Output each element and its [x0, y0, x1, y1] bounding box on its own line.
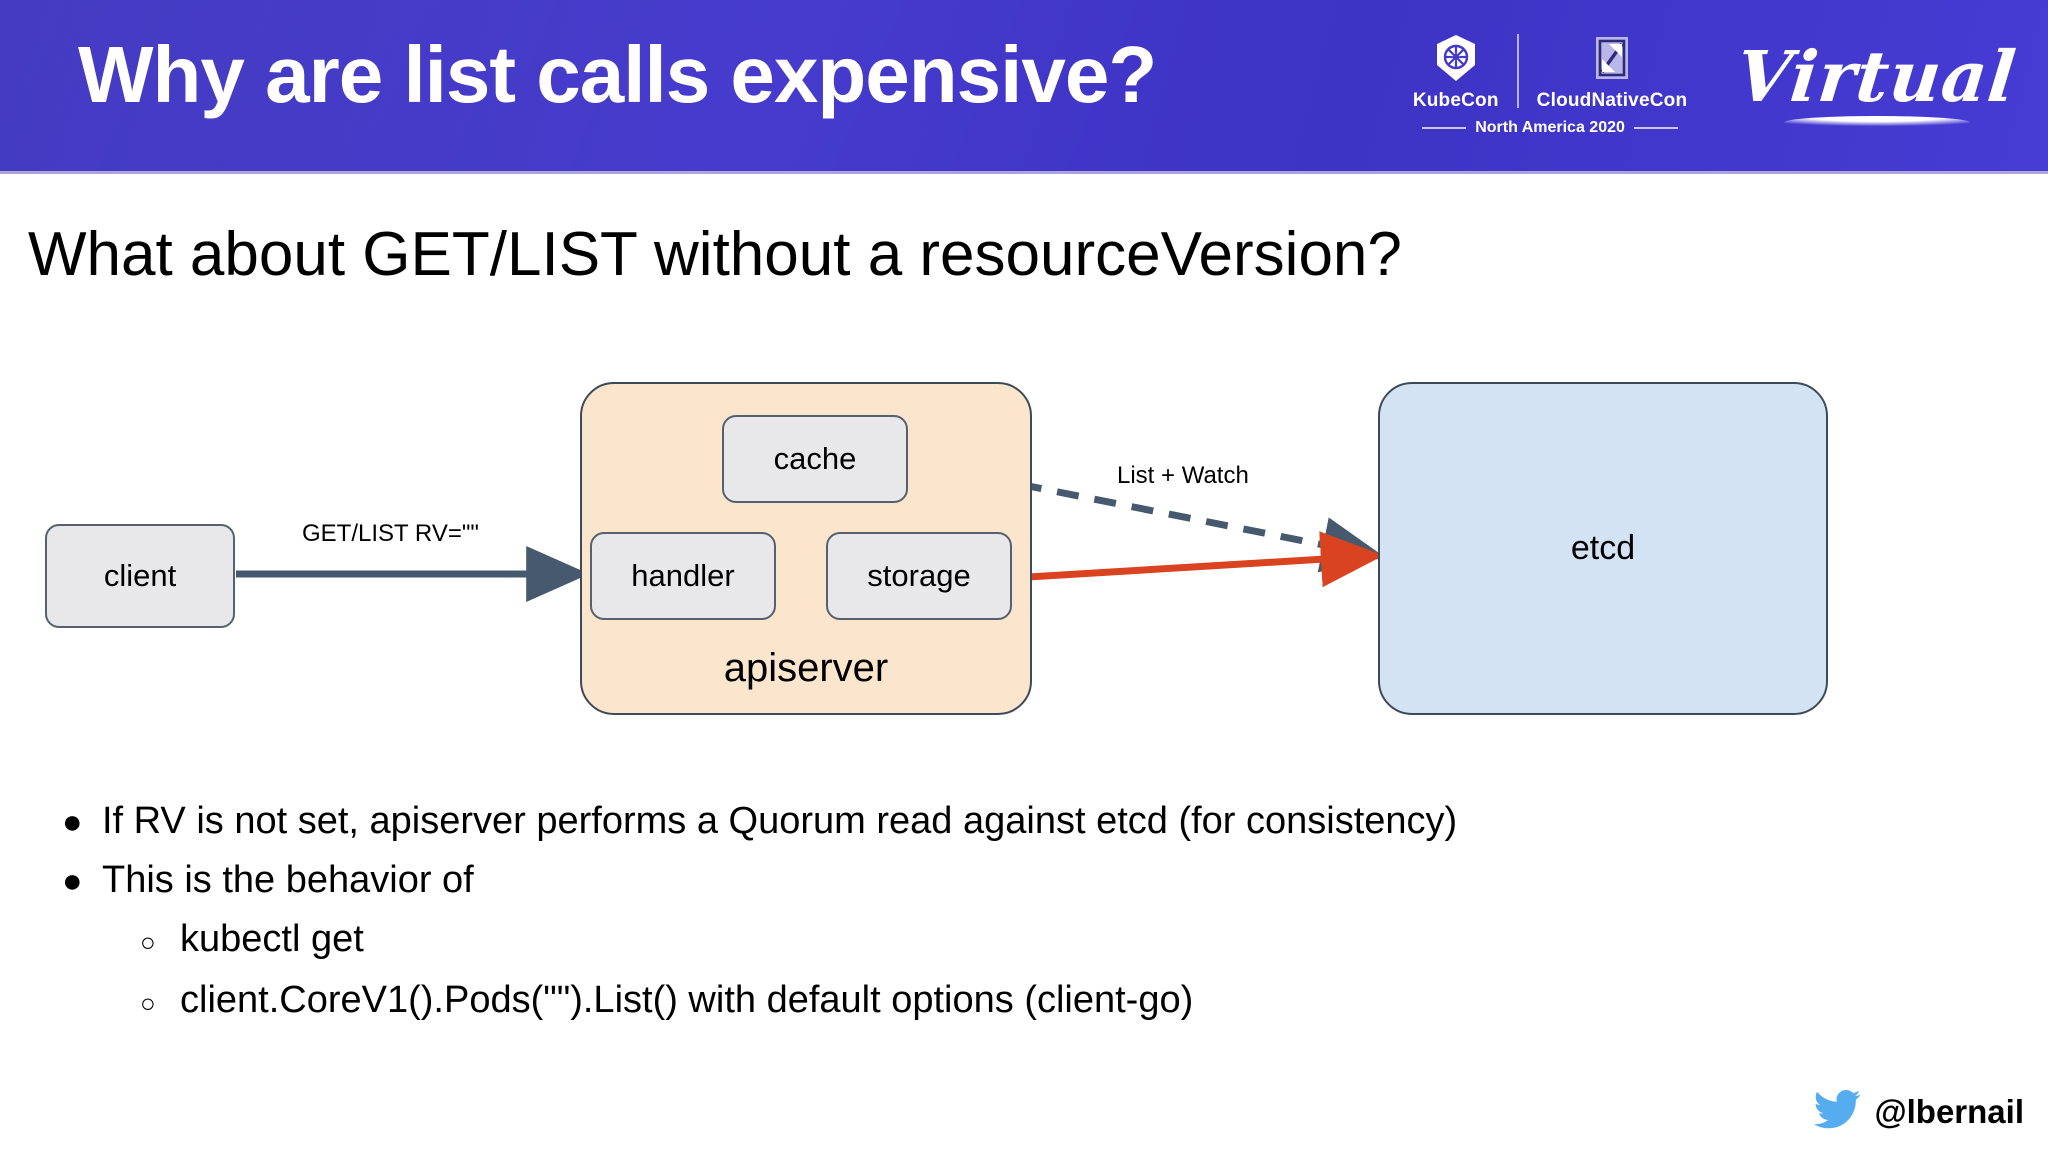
bullet-text: client.CoreV1().Pods("").List() with def…	[180, 979, 1194, 1021]
diagram-node-storage[interactable]: storage	[826, 532, 1012, 620]
rule-right	[1633, 127, 1678, 129]
conference-location: North America 2020	[1475, 119, 1625, 136]
node-label-storage: storage	[867, 558, 971, 593]
diagram-node-client[interactable]: client	[45, 524, 235, 628]
virtual-label: Virtual	[1732, 34, 2021, 118]
diagram-node-cache[interactable]: cache	[722, 415, 908, 503]
node-label-apiserver: apiserver	[723, 646, 889, 690]
cloudnativecon-label: CloudNativeCon	[1536, 90, 1688, 111]
edge-label-get-list-rv: GET/LIST RV=""	[302, 520, 479, 547]
node-label-handler: handler	[631, 558, 735, 593]
bullet-text: If RV is not set, apiserver performs a Q…	[102, 800, 1458, 842]
bullet-list: ● If RV is not set, apiserver performs a…	[62, 795, 1962, 1035]
diagram-node-handler[interactable]: handler	[590, 532, 776, 620]
page-title: What about GET/LIST without a resourceVe…	[28, 220, 1402, 289]
footer-credit: @lbernail	[1814, 1089, 2024, 1134]
virtual-underline-swoosh	[1783, 115, 1970, 129]
node-label-etcd: etcd	[1570, 529, 1636, 567]
kubecon-logo-row: KubeCon CloudNativeCon	[1397, 31, 1703, 112]
kubecon-cloudnativecon-lockup: KubeCon CloudNativeCon	[1397, 31, 1703, 137]
bullet-text: This is the behavior of	[102, 859, 474, 901]
bullet-text: kubectl get	[180, 918, 364, 960]
bullet-marker: ●	[62, 803, 83, 841]
virtual-lockup: Virtual	[1733, 35, 2020, 129]
bullet-marker: ○	[140, 927, 156, 957]
cloud-native-icon	[1586, 31, 1638, 85]
list-item: ○ kubectl get	[62, 913, 1962, 968]
bullet-marker: ●	[62, 862, 83, 900]
node-label-client: client	[103, 558, 177, 593]
kubecon-label: KubeCon	[1412, 90, 1499, 111]
conference-location-row: North America 2020	[1397, 119, 1703, 137]
cloudnativecon-unit: CloudNativeCon	[1521, 31, 1704, 112]
node-label-cache: cache	[773, 441, 857, 476]
list-item: ● If RV is not set, apiserver performs a…	[62, 795, 1962, 848]
list-item: ○ client.CoreV1().Pods("").List() with d…	[62, 974, 1962, 1029]
logo-divider	[1516, 34, 1519, 108]
slide-title: Why are list calls expensive?	[78, 30, 1157, 119]
header-banner: Why are list calls expensive?	[0, 0, 2048, 174]
conference-logo-cluster: KubeCon CloudNativeCon	[1397, 14, 2026, 154]
bullet-marker: ○	[140, 988, 156, 1018]
diagram-node-etcd[interactable]: etcd	[1378, 382, 1828, 715]
edge-storage-to-etcd	[1011, 531, 1384, 588]
edge-label-list-watch: List + Watch	[1117, 462, 1249, 489]
rule-left	[1422, 127, 1467, 129]
twitter-handle: @lbernail	[1874, 1092, 2024, 1130]
kubernetes-helm-icon	[1430, 31, 1482, 85]
list-item: ● This is the behavior of	[62, 854, 1962, 907]
kubecon-unit: KubeCon	[1397, 31, 1515, 112]
twitter-bird-icon	[1814, 1089, 1862, 1134]
